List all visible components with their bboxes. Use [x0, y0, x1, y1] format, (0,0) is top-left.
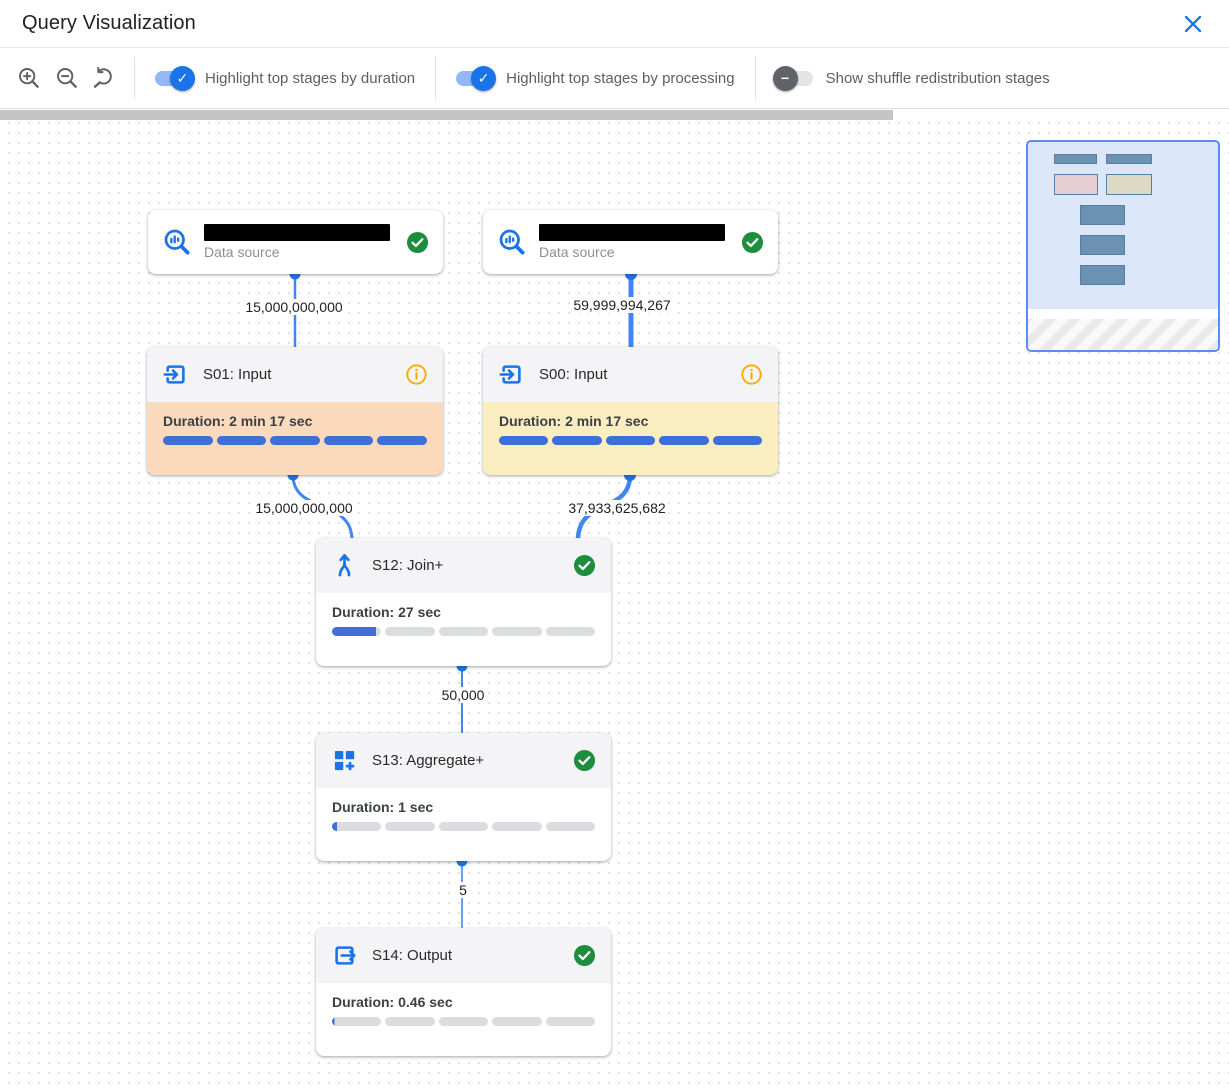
stage-title: S01: Input [203, 366, 272, 383]
show-shuffle-toggle[interactable]: − [772, 65, 813, 91]
close-button[interactable] [1179, 10, 1207, 38]
info-icon[interactable] [740, 363, 763, 386]
redacted-table-name [204, 224, 390, 241]
stage-node-s00[interactable]: S00: Input Duration: 2 min 17 sec [483, 347, 778, 475]
data-source-icon [497, 227, 527, 257]
toggle-label: Highlight top stages by processing [506, 69, 735, 87]
minimap-node [1106, 154, 1152, 164]
minimap-gap [1028, 309, 1218, 319]
input-icon [498, 361, 525, 388]
query-graph-canvas[interactable]: 15,000,000,000 59,999,994,267 15,000,000… [0, 122, 1229, 1089]
stage-node-s13[interactable]: S13: Aggregate+ Duration: 1 sec [316, 733, 611, 861]
stage-title: S13: Aggregate+ [372, 752, 485, 769]
duration-label: Duration: 2 min 17 sec [499, 413, 649, 429]
duration-progress-bar [332, 1017, 596, 1026]
toolbar-divider [134, 57, 135, 99]
stage-title: S00: Input [539, 366, 608, 383]
stage-title: S12: Join+ [372, 557, 444, 574]
stage-duration-panel: Duration: 1 sec [316, 788, 611, 861]
horizontal-scrollbar-thumb[interactable] [0, 110, 893, 120]
duration-label: Duration: 27 sec [332, 604, 441, 620]
redacted-table-name [539, 224, 725, 241]
minimap-node [1054, 154, 1097, 164]
close-icon [1184, 15, 1202, 32]
toggle-label: Highlight top stages by duration [205, 69, 416, 87]
duration-progress-bar [332, 822, 596, 831]
stage-duration-panel: Duration: 2 min 17 sec [147, 402, 443, 475]
success-icon [741, 231, 764, 254]
data-source-node-2[interactable]: Data source [483, 210, 778, 274]
stage-node-s01[interactable]: S01: Input Duration: 2 min 17 sec [147, 347, 443, 475]
toggle-shuffle-group: − Show shuffle redistribution stages [756, 65, 1070, 91]
toggle-duration-group: ✓ Highlight top stages by duration [135, 65, 435, 91]
zoom-controls [0, 63, 134, 93]
success-icon [406, 231, 429, 254]
data-source-label: Data source [204, 244, 280, 260]
edge-row-count: 59,999,994,267 [570, 297, 674, 313]
edge-row-count: 15,000,000,000 [242, 299, 346, 315]
zoom-in-icon [19, 68, 39, 88]
minimap-out-of-bounds [1028, 319, 1218, 350]
data-source-label: Data source [539, 244, 615, 260]
info-icon[interactable] [405, 363, 428, 386]
success-icon [573, 749, 596, 772]
stage-duration-panel: Duration: 27 sec [316, 593, 611, 666]
highlight-duration-toggle[interactable]: ✓ [155, 65, 195, 91]
edge-row-count: 15,000,000,000 [252, 500, 356, 516]
minimap-node [1106, 174, 1152, 195]
minimap-node [1054, 174, 1098, 195]
join-icon [331, 552, 358, 579]
toolbar-divider [754, 57, 756, 99]
data-source-icon [162, 227, 192, 257]
toggle-label: Show shuffle redistribution stages [825, 69, 1050, 87]
success-icon [573, 944, 596, 967]
toggle-thumb: ✓ [471, 65, 497, 91]
page-title: Query Visualization [22, 12, 196, 34]
graph-toolbar: ✓ Highlight top stages by duration ✓ Hig… [0, 48, 1229, 109]
highlight-processing-toggle[interactable]: ✓ [456, 65, 497, 91]
stage-node-s14[interactable]: S14: Output Duration: 0.46 sec [316, 928, 611, 1056]
toolbar-divider [435, 57, 437, 99]
minimap-node [1080, 205, 1125, 225]
minimap-node [1080, 265, 1125, 285]
zoom-in-button[interactable] [14, 63, 44, 93]
toggle-thumb: − [772, 65, 798, 91]
stage-duration-panel: Duration: 2 min 17 sec [483, 402, 778, 475]
duration-progress-bar [332, 627, 596, 636]
zoom-out-icon [57, 68, 77, 88]
stage-node-s12[interactable]: S12: Join+ Duration: 27 sec [316, 538, 611, 666]
stage-duration-panel: Duration: 0.46 sec [316, 983, 611, 1056]
duration-label: Duration: 1 sec [332, 799, 434, 815]
output-icon [331, 942, 358, 969]
minimap-node [1080, 235, 1125, 255]
zoom-reset-icon [93, 66, 112, 88]
zoom-reset-button[interactable] [90, 63, 120, 93]
graph-minimap[interactable] [1026, 140, 1220, 352]
stage-title: S14: Output [372, 947, 453, 964]
edge-row-count: 50,000 [438, 687, 488, 703]
success-icon [573, 554, 596, 577]
dialog-header: Query Visualization [0, 0, 1229, 48]
duration-label: Duration: 0.46 sec [332, 994, 453, 1010]
input-icon [162, 361, 189, 388]
data-source-node-1[interactable]: Data source [148, 210, 443, 274]
duration-progress-bar [499, 436, 763, 445]
toggle-thumb: ✓ [170, 65, 195, 91]
toggle-processing-group: ✓ Highlight top stages by processing [436, 65, 754, 91]
horizontal-scrollbar [0, 109, 1229, 122]
edge-row-count: 5 [456, 882, 470, 898]
aggregate-icon [331, 747, 358, 774]
duration-label: Duration: 2 min 17 sec [163, 413, 313, 429]
edge-row-count: 37,933,625,682 [565, 500, 669, 516]
duration-progress-bar [163, 436, 427, 445]
zoom-out-button[interactable] [52, 63, 82, 93]
